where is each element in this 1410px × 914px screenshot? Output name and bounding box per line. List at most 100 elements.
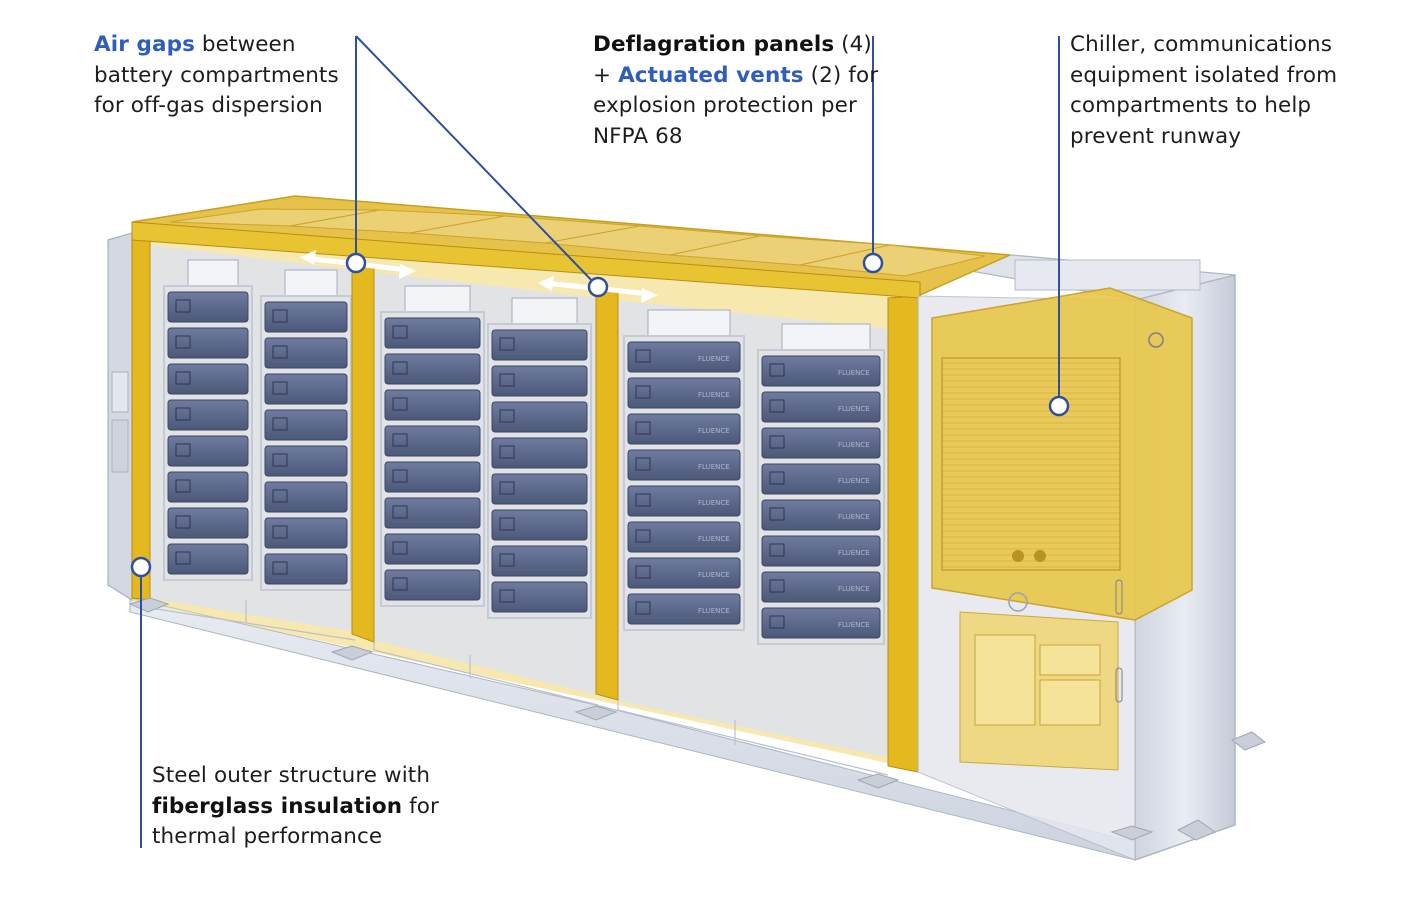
module-port <box>175 551 191 565</box>
arrow-head <box>641 288 658 303</box>
module-brand-label: FLUENCE <box>838 477 870 485</box>
battery-module <box>384 461 481 493</box>
battery-module <box>491 581 588 613</box>
battery-module <box>167 399 249 431</box>
module-port <box>769 615 785 629</box>
equipment-section <box>917 287 1193 861</box>
module-port <box>272 381 288 395</box>
battery-module <box>761 391 881 423</box>
module-port <box>769 507 785 521</box>
leader-markers <box>130 252 1070 578</box>
door-handle <box>1115 579 1123 615</box>
callout-line: equipment isolated from <box>1070 62 1338 88</box>
module-port <box>175 335 191 349</box>
leader-marker <box>345 252 367 274</box>
rack-frame <box>380 311 485 607</box>
callout-line: + Actuated vents (2) for <box>593 62 879 88</box>
module-port <box>635 421 651 435</box>
battery-module <box>264 337 348 369</box>
module-port <box>175 371 191 385</box>
module-port <box>499 481 515 495</box>
rack-controller <box>284 269 338 297</box>
battery-module <box>491 509 588 541</box>
module-brand-label: FLUENCE <box>838 621 870 629</box>
module-brand-label: FLUENCE <box>698 607 730 615</box>
rack-controller <box>404 285 471 313</box>
battery-module <box>167 471 249 503</box>
module-port <box>635 385 651 399</box>
module-port <box>635 349 651 363</box>
rack-controller <box>647 309 731 337</box>
battery-module <box>491 401 588 433</box>
module-port <box>499 445 515 459</box>
callout-line: Chiller, communications <box>1070 32 1333 57</box>
battery-module <box>384 317 481 349</box>
module-port <box>392 325 408 339</box>
battery-module <box>627 449 741 481</box>
module-brand-label: FLUENCE <box>838 549 870 557</box>
door-handle <box>1115 667 1123 703</box>
leader-marker <box>862 252 884 274</box>
module-port <box>499 517 515 531</box>
module-port <box>272 453 288 467</box>
module-brand-label: FLUENCE <box>698 499 730 507</box>
callout-steel: Steel outer structure with fiberglass in… <box>152 761 439 853</box>
left-vent-1 <box>111 371 129 413</box>
battery-module <box>491 473 588 505</box>
battery-module <box>491 437 588 469</box>
comms-equipment <box>974 634 1101 726</box>
battery-module <box>264 517 348 549</box>
battery-module <box>384 425 481 457</box>
module-brand-label: FLUENCE <box>698 463 730 471</box>
callout-air-gaps: Air gaps between battery compartments fo… <box>94 30 339 122</box>
module-port <box>769 543 785 557</box>
module-port <box>769 435 785 449</box>
module-port <box>175 479 191 493</box>
battery-module <box>627 557 741 589</box>
callout-line: battery compartments <box>94 62 339 88</box>
battery-module <box>167 327 249 359</box>
module-port <box>635 529 651 543</box>
left-end-wall <box>107 232 133 602</box>
battery-module <box>761 535 881 567</box>
callout-line: NFPA 68 <box>593 123 683 149</box>
battery-module <box>264 373 348 405</box>
module-port <box>499 409 515 423</box>
module-port <box>769 579 785 593</box>
battery-module <box>761 571 881 603</box>
callout-line: Deflagration panels (4) <box>593 32 872 57</box>
battery-module <box>627 485 741 517</box>
battery-module <box>167 507 249 539</box>
leader-line <box>355 35 599 288</box>
leader-marker <box>130 556 152 578</box>
module-brand-label: FLUENCE <box>838 405 870 413</box>
rack-frame <box>487 323 592 619</box>
rack-controller <box>187 259 239 287</box>
module-port <box>272 561 288 575</box>
battery-module <box>384 569 481 601</box>
battery-module <box>264 445 348 477</box>
rack-frame <box>623 335 745 631</box>
rack-controller <box>781 323 871 351</box>
module-port <box>175 407 191 421</box>
leader-lines <box>140 35 1060 848</box>
module-port <box>175 515 191 529</box>
callout-line: explosion protection per <box>593 93 857 118</box>
right-roof-lid <box>1014 259 1201 291</box>
module-port <box>499 553 515 567</box>
module-brand-label: FLUENCE <box>698 355 730 363</box>
arrow-head <box>399 264 416 279</box>
module-brand-label: FLUENCE <box>698 535 730 543</box>
callout-chiller: Chiller, communications equipment isolat… <box>1070 30 1337 152</box>
battery-module <box>264 301 348 333</box>
module-port <box>392 577 408 591</box>
module-port <box>392 505 408 519</box>
callout-deflagration: Deflagration panels (4) + Actuated vents… <box>593 30 878 152</box>
module-port <box>635 601 651 615</box>
battery-module <box>761 427 881 459</box>
module-port <box>499 373 515 387</box>
battery-module <box>167 543 249 575</box>
battery-module <box>264 553 348 585</box>
rack-controller <box>511 297 578 325</box>
battery-module <box>627 341 741 373</box>
